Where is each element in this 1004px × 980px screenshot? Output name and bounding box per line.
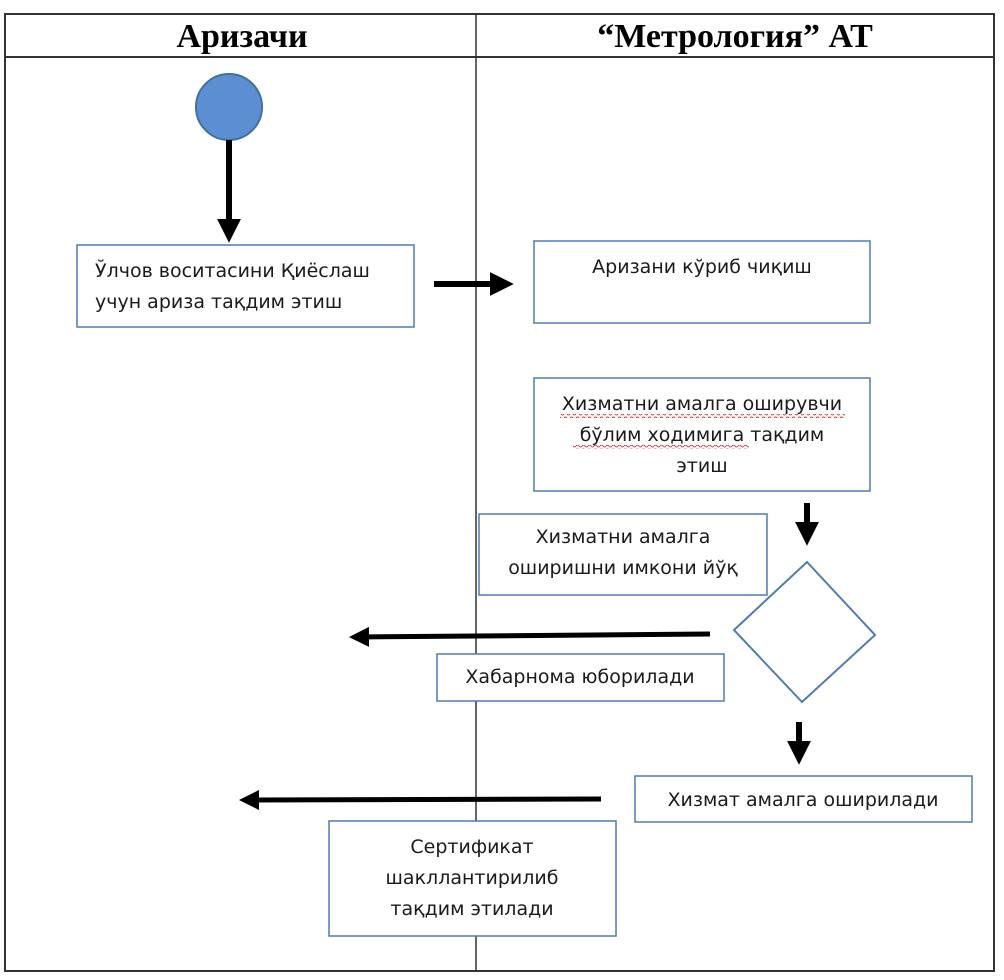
- node-forward-to-staff-line-3: этиш: [676, 455, 727, 477]
- node-forward-to-staff-line-1: Хизматни амалга оширувчи: [562, 393, 842, 415]
- node-notification-sent-line-1: Хабарнома юборилади: [465, 666, 694, 688]
- node-certificate-issued-line-3: тақдим этилади: [390, 898, 553, 920]
- node-not-possible-line-2: оширишни имкони йўқ: [508, 557, 738, 579]
- node-certificate-issued[interactable]: Сертификат шакллантирилиб тақдим этилади: [328, 820, 617, 937]
- node-review-application-line-1: Аризани кўриб чиқиш: [592, 256, 812, 278]
- spellcheck-underline: [573, 445, 749, 449]
- arrow-service-to-applicant: [239, 789, 602, 810]
- node-submit-application[interactable]: Ўлчов воситасини Қиёслаш учун ариза тақд…: [76, 244, 415, 328]
- node-certificate-issued-line-2: шакллантирилиб: [386, 867, 559, 889]
- node-submit-application-line-2: учун ариза тақдим этиш: [95, 291, 342, 313]
- node-review-application[interactable]: Аризани кўриб чиқиш: [533, 240, 871, 324]
- table-border: [4, 13, 995, 972]
- node-not-possible[interactable]: Хизматни амалга оширишни имкони йўқ: [478, 513, 768, 596]
- lane-title-applicant: Аризачи: [176, 18, 307, 55]
- spellcheck-underline: [560, 414, 845, 418]
- node-certificate-issued-line-1: Сертификат: [410, 836, 533, 858]
- swimlane-table: Аризачи “Метрология” АТ: [4, 13, 995, 972]
- node-service-performed[interactable]: Хизмат амалга оширилади: [634, 775, 973, 823]
- decision-diamond[interactable]: [732, 560, 877, 704]
- node-service-performed-line-1: Хизмат амалга оширилади: [667, 789, 938, 811]
- lane-title-metrology: “Метрология” АТ: [597, 18, 873, 55]
- start-node[interactable]: [195, 73, 263, 141]
- node-forward-to-staff[interactable]: Хизматни амалга оширувчи бўлим ходимига …: [533, 377, 871, 492]
- node-forward-to-staff-line-2: бўлим ходимига тақдим: [580, 424, 825, 446]
- arrow-decision-to-applicant: [349, 626, 711, 647]
- node-submit-application-line-1: Ўлчов воситасини Қиёслаш: [95, 259, 370, 282]
- node-notification-sent[interactable]: Хабарнома юборилади: [436, 653, 725, 702]
- node-not-possible-line-1: Хизматни амалга: [536, 526, 711, 548]
